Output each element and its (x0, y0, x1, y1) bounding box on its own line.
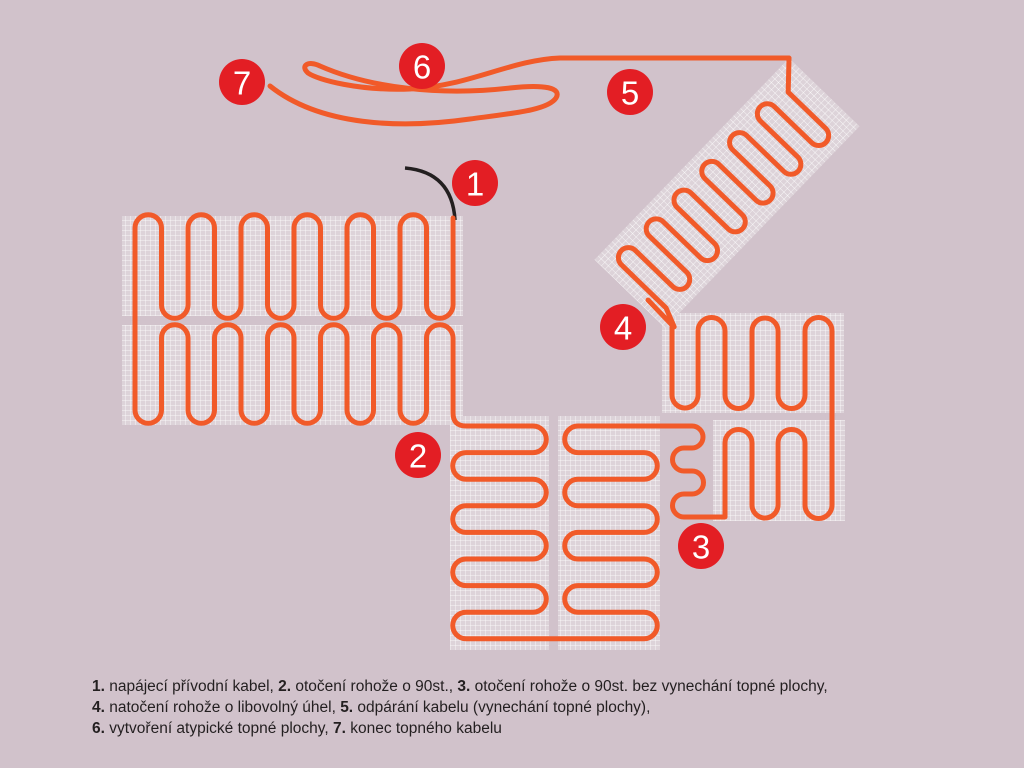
legend-number: 7. (332, 720, 346, 737)
svg-text:2: 2 (409, 438, 427, 475)
legend-number: 2. (278, 678, 292, 695)
power-lead-cable (404, 166, 457, 221)
caption-line-1: 1. napájecí přívodní kabel, 2. otočení r… (92, 676, 828, 697)
legend-text: otočení rohože o 90st. bez vynechání top… (470, 678, 828, 695)
legend-text: konec topného kabelu (345, 720, 502, 737)
badge-4: 4 (600, 304, 646, 350)
legend-text: natočení rohože o libovolný úhel, (104, 699, 341, 716)
legend-number: 4. (92, 699, 105, 716)
legend-text: odpárání kabelu (vynechání topné plochy)… (353, 699, 651, 716)
svg-text:3: 3 (692, 529, 710, 566)
legend-number: 3. (457, 678, 471, 695)
caption-line-2: 4. natočení rohože o libovolný úhel, 5. … (92, 697, 828, 718)
badge-7: 7 (219, 59, 265, 105)
heating-cable-free-end (267, 55, 792, 127)
svg-text:5: 5 (621, 75, 639, 112)
badge-1: 1 (452, 160, 498, 206)
caption-line-3: 6. vytvoření atypické topné plochy, 7. k… (92, 718, 828, 739)
badge-3: 3 (678, 523, 724, 569)
svg-text:4: 4 (614, 310, 632, 347)
badge-6: 6 (399, 43, 445, 89)
legend-number: 6. (92, 720, 105, 737)
legend-text: napájecí přívodní kabel, (104, 678, 279, 695)
svg-text:7: 7 (233, 65, 251, 102)
legend-caption: 1. napájecí přívodní kabel, 2. otočení r… (92, 676, 828, 739)
legend-number: 5. (340, 699, 354, 716)
heating-cable (132, 212, 835, 642)
cable-rotated-mat (615, 55, 832, 330)
svg-text:6: 6 (413, 49, 431, 86)
svg-text:1: 1 (466, 166, 484, 203)
badge-5: 5 (607, 69, 653, 115)
legend-text: vytvoření atypické topné plochy, (104, 720, 333, 737)
legend-number: 1. (92, 678, 105, 695)
badge-2: 2 (395, 432, 441, 478)
legend-text: otočení rohože o 90st., (291, 678, 458, 695)
